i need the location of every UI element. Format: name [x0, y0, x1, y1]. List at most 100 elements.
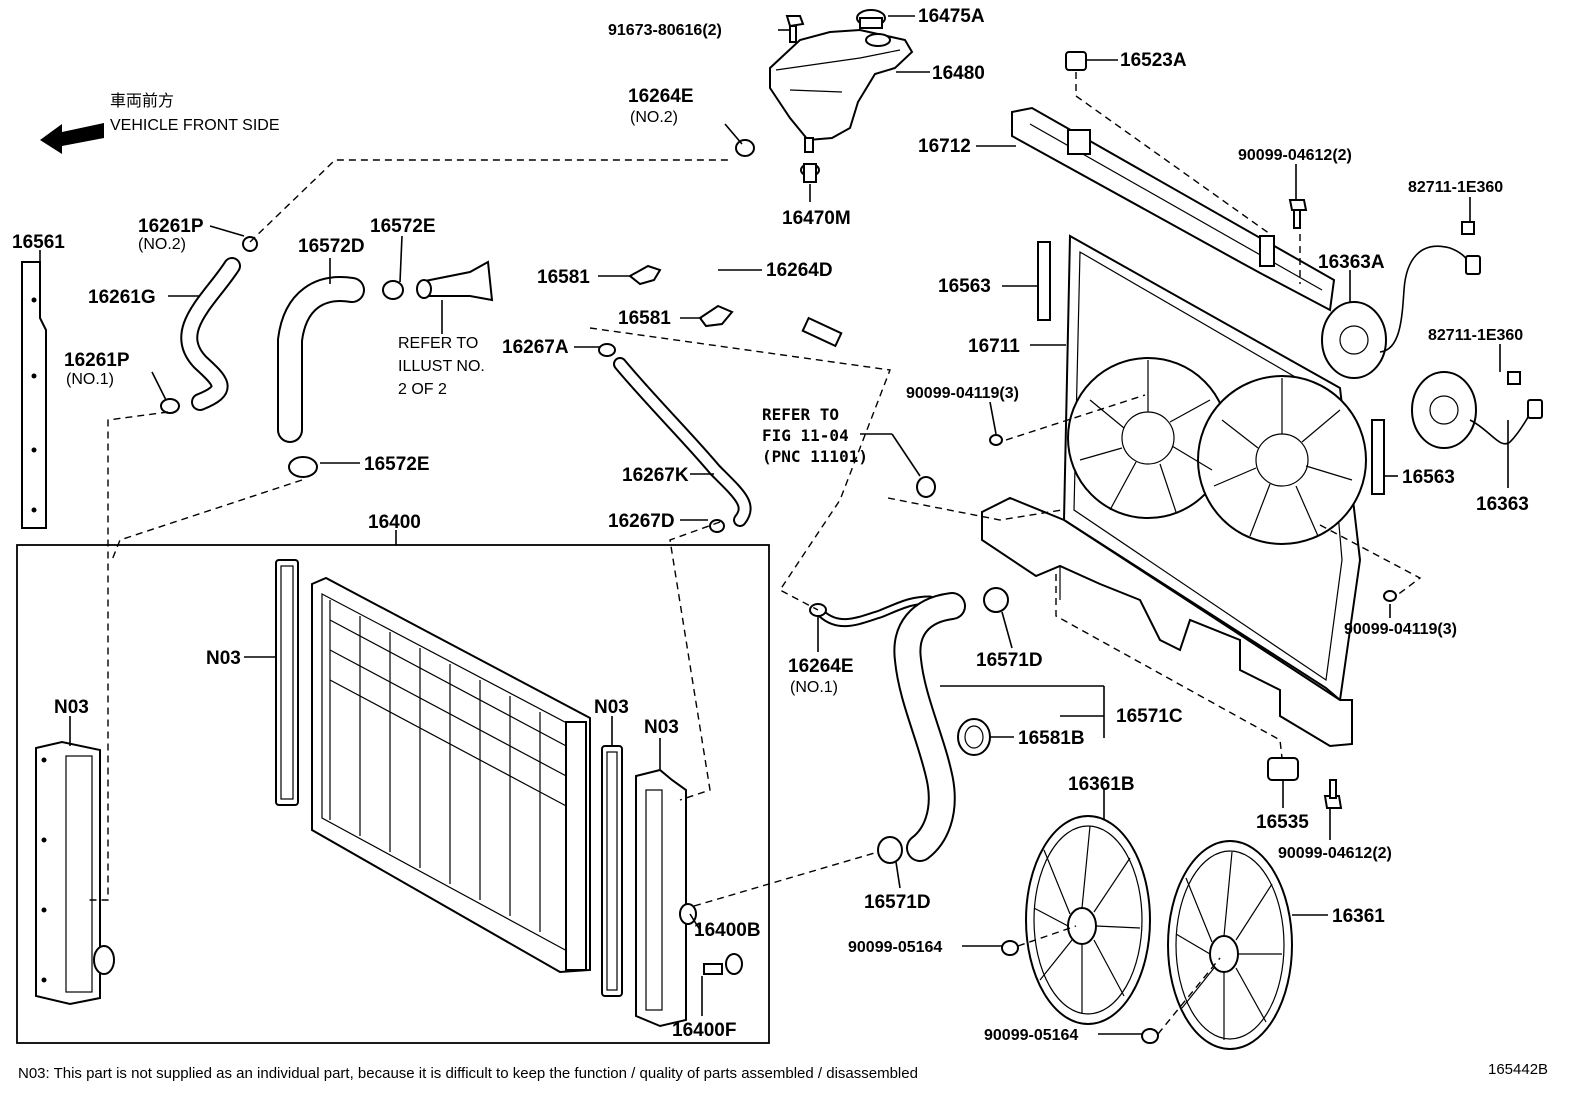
label-16571D-top: 16571D [976, 650, 1043, 671]
seal-16563-right [1371, 419, 1385, 495]
radiator-left-tank [35, 740, 115, 1006]
label-90099-05164-b: 90099-05164 [984, 1027, 1078, 1044]
label-no1-a: (NO.1) [66, 371, 114, 388]
clamp-16267D [709, 519, 725, 533]
label-16470M: 16470M [782, 208, 851, 229]
label-16475A: 16475A [918, 6, 985, 27]
label-16267D: 16267D [608, 511, 675, 532]
label-16572D: 16572D [298, 236, 365, 257]
label-16261G: 16261G [88, 287, 156, 308]
label-n03-d: N03 [644, 717, 679, 738]
clamp-16572E-bot [288, 456, 318, 478]
label-16571D-bot: 16571D [864, 892, 931, 913]
clamp-16581B [957, 718, 991, 756]
label-refer-illust-2: ILLUST NO. [398, 358, 485, 375]
bolt-91673 [785, 15, 805, 43]
label-no2-b: (NO.2) [138, 236, 186, 253]
direction-jp: 車両前方 [110, 92, 174, 110]
label-16267A: 16267A [502, 337, 569, 358]
reservoir-tank [769, 28, 914, 153]
label-16561: 16561 [12, 232, 65, 253]
label-16264D: 16264D [766, 260, 833, 281]
clamp-16571D-bot [877, 836, 903, 864]
label-82711-1E360-b: 82711-1E360 [1428, 327, 1523, 344]
gasket-n03-mid [601, 745, 623, 997]
label-no2-a: (NO.2) [630, 109, 678, 126]
nut-90099-05164-b [1141, 1028, 1159, 1044]
label-90099-05164-a: 90099-05164 [848, 939, 942, 956]
figure-id: 165442B [1488, 1061, 1548, 1078]
clamp-16261P-top [242, 236, 258, 252]
fan-16361B [1025, 815, 1151, 1025]
label-16363A: 16363A [1318, 252, 1385, 273]
label-refer-illust-3: 2 OF 2 [398, 381, 447, 398]
bolt-90099-04612-bot [1323, 779, 1343, 809]
clamp-16572E-top [382, 280, 404, 300]
label-16563-top: 16563 [938, 276, 991, 297]
label-refer-fig-1: REFER TO [762, 405, 839, 424]
cushion-16523A [1065, 51, 1087, 71]
fan-shroud-16711 [981, 234, 1367, 748]
label-16572E-bot: 16572E [364, 454, 430, 475]
label-91673-80616: 91673-80616(2) [608, 22, 722, 39]
label-16361B: 16361B [1068, 774, 1135, 795]
water-outlet [416, 260, 494, 302]
label-no1-b: (NO.1) [790, 679, 838, 696]
label-16572E-top: 16572E [370, 216, 436, 237]
clip-16581-a [628, 264, 662, 286]
label-n03-c: N03 [594, 697, 629, 718]
label-90099-04612-top: 90099-04612(2) [1238, 147, 1352, 164]
radiator-core [311, 576, 591, 974]
label-16571C: 16571C [1116, 706, 1183, 727]
clamp-16261P-bot [160, 398, 180, 414]
direction-en: VEHICLE FRONT SIDE [110, 117, 280, 134]
label-16712: 16712 [918, 136, 971, 157]
label-16535: 16535 [1256, 812, 1309, 833]
label-refer-fig-2: FIG 11-04 [762, 426, 849, 445]
label-16400F: 16400F [672, 1020, 736, 1041]
label-16523A: 16523A [1120, 50, 1187, 71]
label-16363: 16363 [1476, 494, 1529, 515]
clamp-16571D-top [983, 587, 1009, 613]
label-refer-fig-3: (PNC 11101) [762, 447, 868, 466]
label-16400B: 16400B [694, 920, 761, 941]
screw-90099-04119-bot [1383, 590, 1397, 602]
footnote: N03: This part is not supplied as an ind… [18, 1065, 918, 1082]
label-16563-bot: 16563 [1402, 467, 1455, 488]
label-16581-a: 16581 [537, 267, 590, 288]
label-16267K: 16267K [622, 465, 689, 486]
reservoir-cap [856, 9, 886, 29]
label-16264E-bot: 16264E [788, 656, 854, 677]
label-16264E-top: 16264E [628, 86, 694, 107]
clip-16581-b [698, 304, 734, 328]
hose-end-fig11 [916, 476, 936, 498]
label-90099-04119-top: 90099-04119(3) [906, 385, 1019, 402]
label-16581B: 16581B [1018, 728, 1085, 749]
label-refer-illust-1: REFER TO [398, 335, 478, 352]
bolt-90099-04612-top [1288, 199, 1308, 229]
label-n03-b: N03 [54, 697, 89, 718]
label-16261P-bot: 16261P [64, 350, 130, 371]
cushion-16470M [800, 163, 820, 183]
label-90099-04612-bot: 90099-04612(2) [1278, 845, 1392, 862]
radiator-right-tank [635, 768, 743, 1028]
seal-16563-left [1037, 241, 1051, 321]
fan-motor-16363A [1321, 221, 1481, 379]
radiator-assembly-box [16, 544, 770, 1044]
screw-90099-04119-top [989, 434, 1003, 446]
gasket-n03-left [275, 559, 299, 806]
upper-bracket-16712 [1011, 106, 1336, 312]
hose-end-16264D [801, 316, 843, 348]
label-16261P-top: 16261P [138, 216, 204, 237]
label-n03-a: N03 [206, 648, 241, 669]
fan-motor-16363 [1411, 371, 1543, 449]
nut-90099-05164-a [1001, 940, 1019, 956]
vehicle-front-arrow-icon [40, 123, 104, 154]
label-16711: 16711 [968, 336, 1020, 357]
label-16581-b: 16581 [618, 308, 671, 329]
label-82711-1E360-a: 82711-1E360 [1408, 179, 1503, 196]
clamp-16267A [598, 343, 616, 357]
label-90099-04119-bot: 90099-04119(3) [1344, 621, 1457, 638]
fan-16361 [1167, 840, 1293, 1050]
